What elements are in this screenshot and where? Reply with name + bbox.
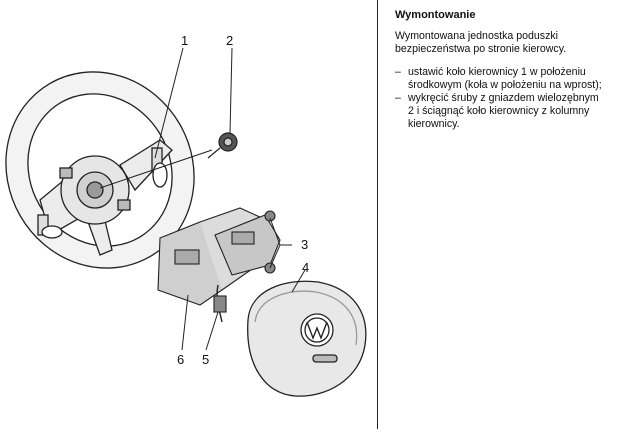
steps-list: – ustawić koło kierownicy 1 w położeniu … xyxy=(395,66,605,131)
steering-wheel-diagram: 1 2 3 4 5 6 xyxy=(5,33,367,397)
column-divider xyxy=(377,0,378,429)
list-item: – ustawić koło kierownicy 1 w położeniu … xyxy=(395,66,605,92)
callout-1: 1 xyxy=(181,33,188,48)
callout-4: 4 xyxy=(302,260,309,275)
callout-3: 3 xyxy=(301,237,308,252)
list-dash: – xyxy=(395,66,401,78)
leader-lines xyxy=(154,47,306,351)
steering-wheel xyxy=(5,71,195,269)
callout-6: 6 xyxy=(177,352,184,367)
callout-5: 5 xyxy=(202,352,209,367)
callout-2: 2 xyxy=(226,33,233,48)
instructions-column: Wymontowanie Wymontowana jednostka podus… xyxy=(395,9,605,131)
list-dash: – xyxy=(395,92,401,104)
multipoint-socket-bolt xyxy=(207,132,238,159)
step-text: wykręcić śruby z gniazdem wielozębnym 2 … xyxy=(408,92,599,130)
list-item: – wykręcić śruby z gniazdem wielozębnym … xyxy=(395,92,605,131)
step-text: ustawić koło kierownicy 1 w położeniu śr… xyxy=(408,66,602,91)
airbag-unit xyxy=(247,280,367,397)
intro-paragraph: Wymontowana jednostka poduszki bezpiecze… xyxy=(395,30,567,55)
switch-modules xyxy=(157,207,281,323)
section-title: Wymontowanie xyxy=(395,9,476,21)
vw-logo-icon xyxy=(300,313,334,347)
